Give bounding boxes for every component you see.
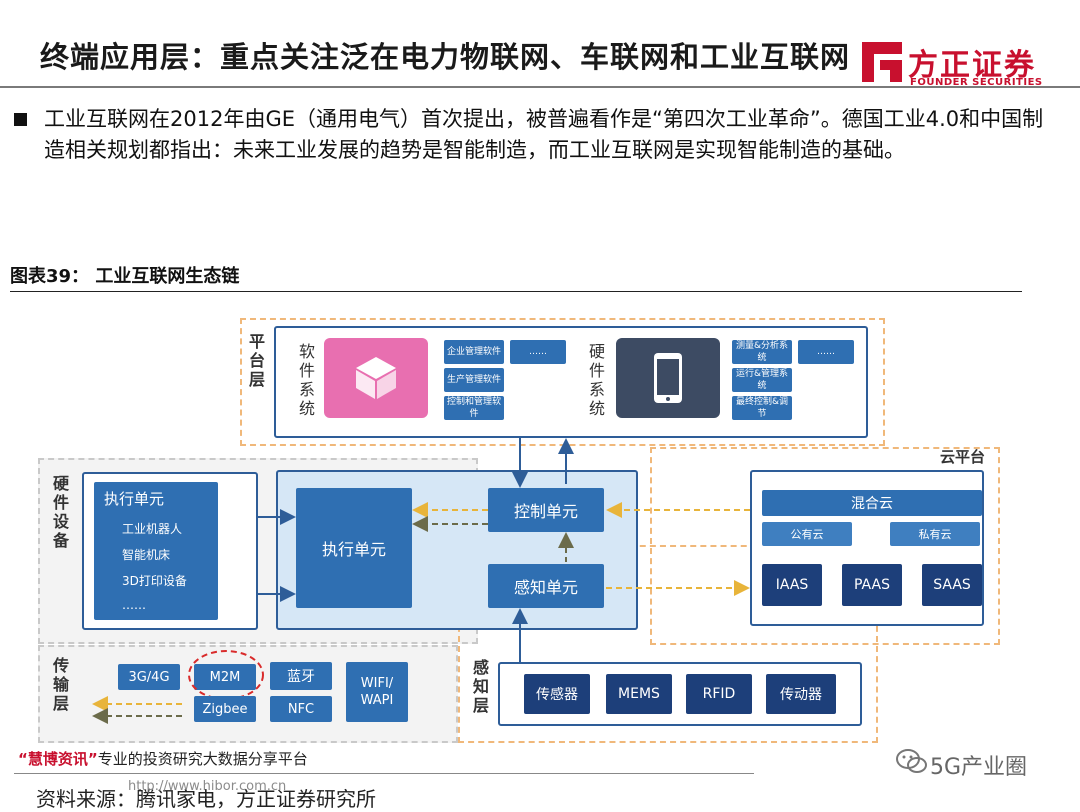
software-item: 企业管理软件 xyxy=(444,340,504,364)
wechat-icon xyxy=(896,749,927,773)
sensor-item: RFID xyxy=(686,674,752,714)
transport-layer-label: 传输层 xyxy=(52,656,69,713)
quote-close: ” xyxy=(87,750,98,768)
exec-device-list: 执行单元 工业机器人 智能机床 3D打印设备 …… xyxy=(94,482,218,620)
hardware-devices-label: 硬件设备 xyxy=(52,474,69,550)
device-item: 工业机器人 xyxy=(122,522,183,536)
perception-layer-label: 感知层 xyxy=(472,658,489,715)
hardware-system-label: 硬件系统 xyxy=(588,342,605,418)
founder-logo-icon xyxy=(862,42,902,82)
sensor-item: MEMS xyxy=(606,674,672,714)
source-note: 资料来源：腾讯家电，方正证券研究所 xyxy=(36,787,376,811)
transport-m2m: M2M xyxy=(194,664,256,690)
watermark-text: 5G产业圈 xyxy=(930,755,1028,780)
exec-panel-title: 执行单元 xyxy=(104,490,165,508)
logo-cn: 方正证券 xyxy=(908,48,1036,83)
software-system-label: 软件系统 xyxy=(298,342,315,418)
watermark-url: http://www.hibor.com.cn xyxy=(128,779,287,794)
smartphone-icon xyxy=(616,338,720,418)
service-iaas: IAAS xyxy=(762,564,822,606)
control-unit: 控制单元 xyxy=(488,488,604,532)
sensor-item: 传动器 xyxy=(766,674,836,714)
platform-layer-label: 平台层 xyxy=(248,332,265,389)
title-divider xyxy=(0,86,1080,88)
perception-region xyxy=(458,545,878,743)
transport-3g4g: 3G/4G xyxy=(118,664,180,690)
m2m-highlight-circle xyxy=(188,650,264,700)
footer-divider xyxy=(14,773,754,774)
bullet-square-icon xyxy=(14,113,27,126)
transport-wifi: WIFI/ WAPI xyxy=(346,662,408,722)
transport-zigbee: Zigbee xyxy=(194,696,256,722)
platform-note: “慧博资讯”专业的投资研究大数据分享平台 xyxy=(18,748,308,769)
page-title: 终端应用层：重点关注泛在电力物联网、车联网和工业互联网 xyxy=(40,40,851,74)
figure-divider xyxy=(10,291,1022,292)
quote-open: “ xyxy=(18,750,28,768)
hybrid-cloud: 混合云 xyxy=(762,490,982,516)
bullet-text: 工业互联网在2012年由GE（通用电气）首次提出，被普遍看作是“第四次工业革命”… xyxy=(44,107,1044,162)
exec-unit: 执行单元 xyxy=(296,488,412,608)
cloud-label: 云平台 xyxy=(940,448,986,466)
private-cloud: 私有云 xyxy=(890,522,980,546)
platform-desc: 专业的投资研究大数据分享平台 xyxy=(97,750,308,768)
flow-arrows xyxy=(92,438,750,724)
platform-name: 慧博资讯 xyxy=(27,750,88,768)
ecosystem-diagram: 平台层 软件系统 企业管理软件 生产管理软件 控制和管理软件 …… 硬件系统 测… xyxy=(30,312,1000,752)
device-item: 3D打印设备 xyxy=(122,574,187,588)
transport-bluetooth: 蓝牙 xyxy=(270,662,332,690)
service-saas: SAAS xyxy=(922,564,982,606)
hardware-item: 最终控制&调节 xyxy=(732,396,792,420)
software-more: …… xyxy=(510,340,566,364)
figure-caption: 图表39： 工业互联网生态链 xyxy=(10,266,240,287)
software-item: 生产管理软件 xyxy=(444,368,504,392)
sensor-item: 传感器 xyxy=(524,674,590,714)
hardware-item: 测量&分析系统 xyxy=(732,340,792,364)
transport-nfc: NFC xyxy=(270,696,332,722)
logo-en: FOUNDER SECURITIES xyxy=(910,77,1043,88)
device-item: 智能机床 xyxy=(122,548,171,562)
service-paas: PAAS xyxy=(842,564,902,606)
cube-icon xyxy=(324,338,428,418)
public-cloud: 公有云 xyxy=(762,522,852,546)
hardware-item: 运行&管理系统 xyxy=(732,368,792,392)
device-item: …… xyxy=(122,598,146,612)
software-item: 控制和管理软件 xyxy=(444,396,504,420)
hardware-more: …… xyxy=(798,340,854,364)
sense-unit: 感知单元 xyxy=(488,564,604,608)
